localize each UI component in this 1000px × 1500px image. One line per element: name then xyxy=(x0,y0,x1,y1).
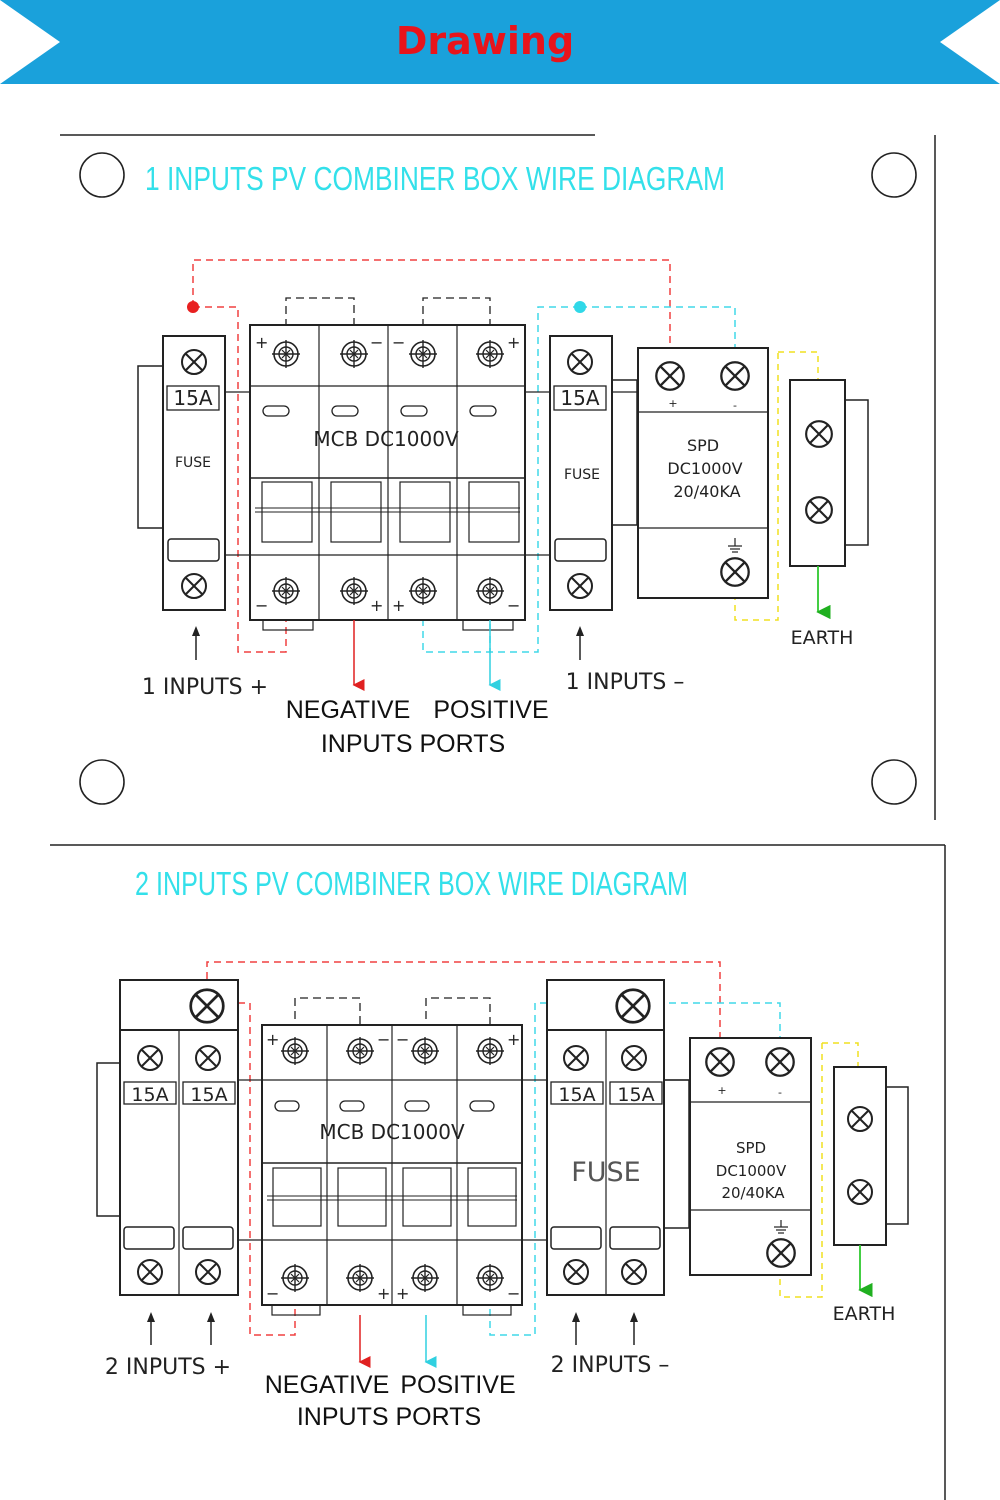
svg-text:−: − xyxy=(396,1030,409,1049)
mount-hole xyxy=(871,152,917,198)
input-plus-label: 2 INPUTS + xyxy=(105,1355,231,1380)
svg-text:−: − xyxy=(370,333,383,352)
svg-text:+: + xyxy=(377,1284,390,1303)
spd-plus: + xyxy=(668,397,677,410)
negative-label: NEGATIVE xyxy=(286,696,411,724)
svg-text:+: + xyxy=(392,596,405,615)
diagram-1: 1 INPUTS PV COMBINER BOX WIRE DIAGRAM 15… xyxy=(60,134,936,820)
positive-label: POSITIVE xyxy=(400,1371,515,1399)
svg-text:−: − xyxy=(255,596,268,615)
earth-terminal-block xyxy=(789,379,869,567)
spd-label: SPD xyxy=(687,436,719,455)
earth-label: EARTH xyxy=(791,627,854,649)
spd-plus: + xyxy=(717,1084,726,1097)
svg-text:+: + xyxy=(507,1030,520,1049)
svg-text:+: + xyxy=(266,1030,279,1049)
input-minus-label: 1 INPUTS – xyxy=(566,670,685,695)
svg-text:+: + xyxy=(255,333,268,352)
fuse-rating: 15A xyxy=(617,1084,654,1106)
spd-voltage: DC1000V xyxy=(667,459,742,478)
fuse-holder-left: 15A FUSE xyxy=(137,335,250,611)
svg-text:−: − xyxy=(507,596,520,615)
svg-text:−: − xyxy=(507,1284,520,1303)
ground-icon xyxy=(774,1220,788,1234)
spd-current: 20/40KA xyxy=(721,1184,785,1202)
ground-icon xyxy=(728,538,742,553)
mcb-label: MCB DC1000V xyxy=(313,427,459,451)
svg-text:−: − xyxy=(266,1284,279,1303)
mount-hole xyxy=(79,152,125,198)
fuse-holder-right-2pole: 15A 15A FUSE xyxy=(522,979,690,1296)
fuse-rating: 15A xyxy=(190,1084,227,1106)
negative-label: NEGATIVE xyxy=(265,1371,390,1399)
fuse-rating: 15A xyxy=(560,386,599,410)
earth-label: EARTH xyxy=(833,1303,896,1325)
input-plus-label: 1 INPUTS + xyxy=(142,675,268,700)
fuse-rating: 15A xyxy=(131,1084,168,1106)
fuse-label: FUSE xyxy=(571,1157,641,1188)
mcb-breaker: MCB DC1000V + − − + − + + − xyxy=(249,324,526,631)
diagram-2: 2 INPUTS PV COMBINER BOX WIRE DIAGRAM 15… xyxy=(50,844,946,1500)
fuse-rating: 15A xyxy=(173,386,212,410)
mount-hole xyxy=(79,759,125,805)
mount-hole xyxy=(871,759,917,805)
input-minus-label: 2 INPUTS – xyxy=(551,1353,670,1378)
spd-minus: - xyxy=(733,399,737,412)
svg-text:+: + xyxy=(396,1284,409,1303)
positive-label: POSITIVE xyxy=(433,696,548,724)
svg-text:−: − xyxy=(392,333,405,352)
spd-device: + - SPD DC1000V 20/40KA xyxy=(612,347,769,599)
fuse-holder-left-2pole: 15A 15A xyxy=(96,979,262,1296)
earth-terminal-block xyxy=(833,1066,909,1246)
fuse-holder-right: 15A FUSE xyxy=(525,335,638,611)
svg-text:+: + xyxy=(507,333,520,352)
banner-title: Drawing xyxy=(396,19,574,63)
svg-text:+: + xyxy=(370,596,383,615)
spd-current: 20/40KA xyxy=(673,482,740,501)
fuse-label: FUSE xyxy=(564,467,600,483)
svg-text:−: − xyxy=(377,1030,390,1049)
fuse-rating: 15A xyxy=(558,1084,595,1106)
ports-label: INPUTS PORTS xyxy=(321,730,505,758)
ports-label: INPUTS PORTS xyxy=(297,1403,481,1431)
fuse-label: FUSE xyxy=(175,455,211,471)
diagram-1-title: 1 INPUTS PV COMBINER BOX WIRE DIAGRAM xyxy=(145,160,725,197)
mcb-breaker: MCB DC1000V + − − + − + + − xyxy=(261,1024,523,1316)
spd-voltage: DC1000V xyxy=(716,1162,787,1180)
spd-minus: - xyxy=(778,1086,782,1099)
spd-label: SPD xyxy=(736,1139,766,1157)
spd-device: + - SPD DC1000V 20/40KA xyxy=(664,1037,812,1276)
mcb-label: MCB DC1000V xyxy=(319,1120,465,1144)
diagram-2-title: 2 INPUTS PV COMBINER BOX WIRE DIAGRAM xyxy=(135,865,688,902)
banner: Drawing xyxy=(0,0,1000,84)
